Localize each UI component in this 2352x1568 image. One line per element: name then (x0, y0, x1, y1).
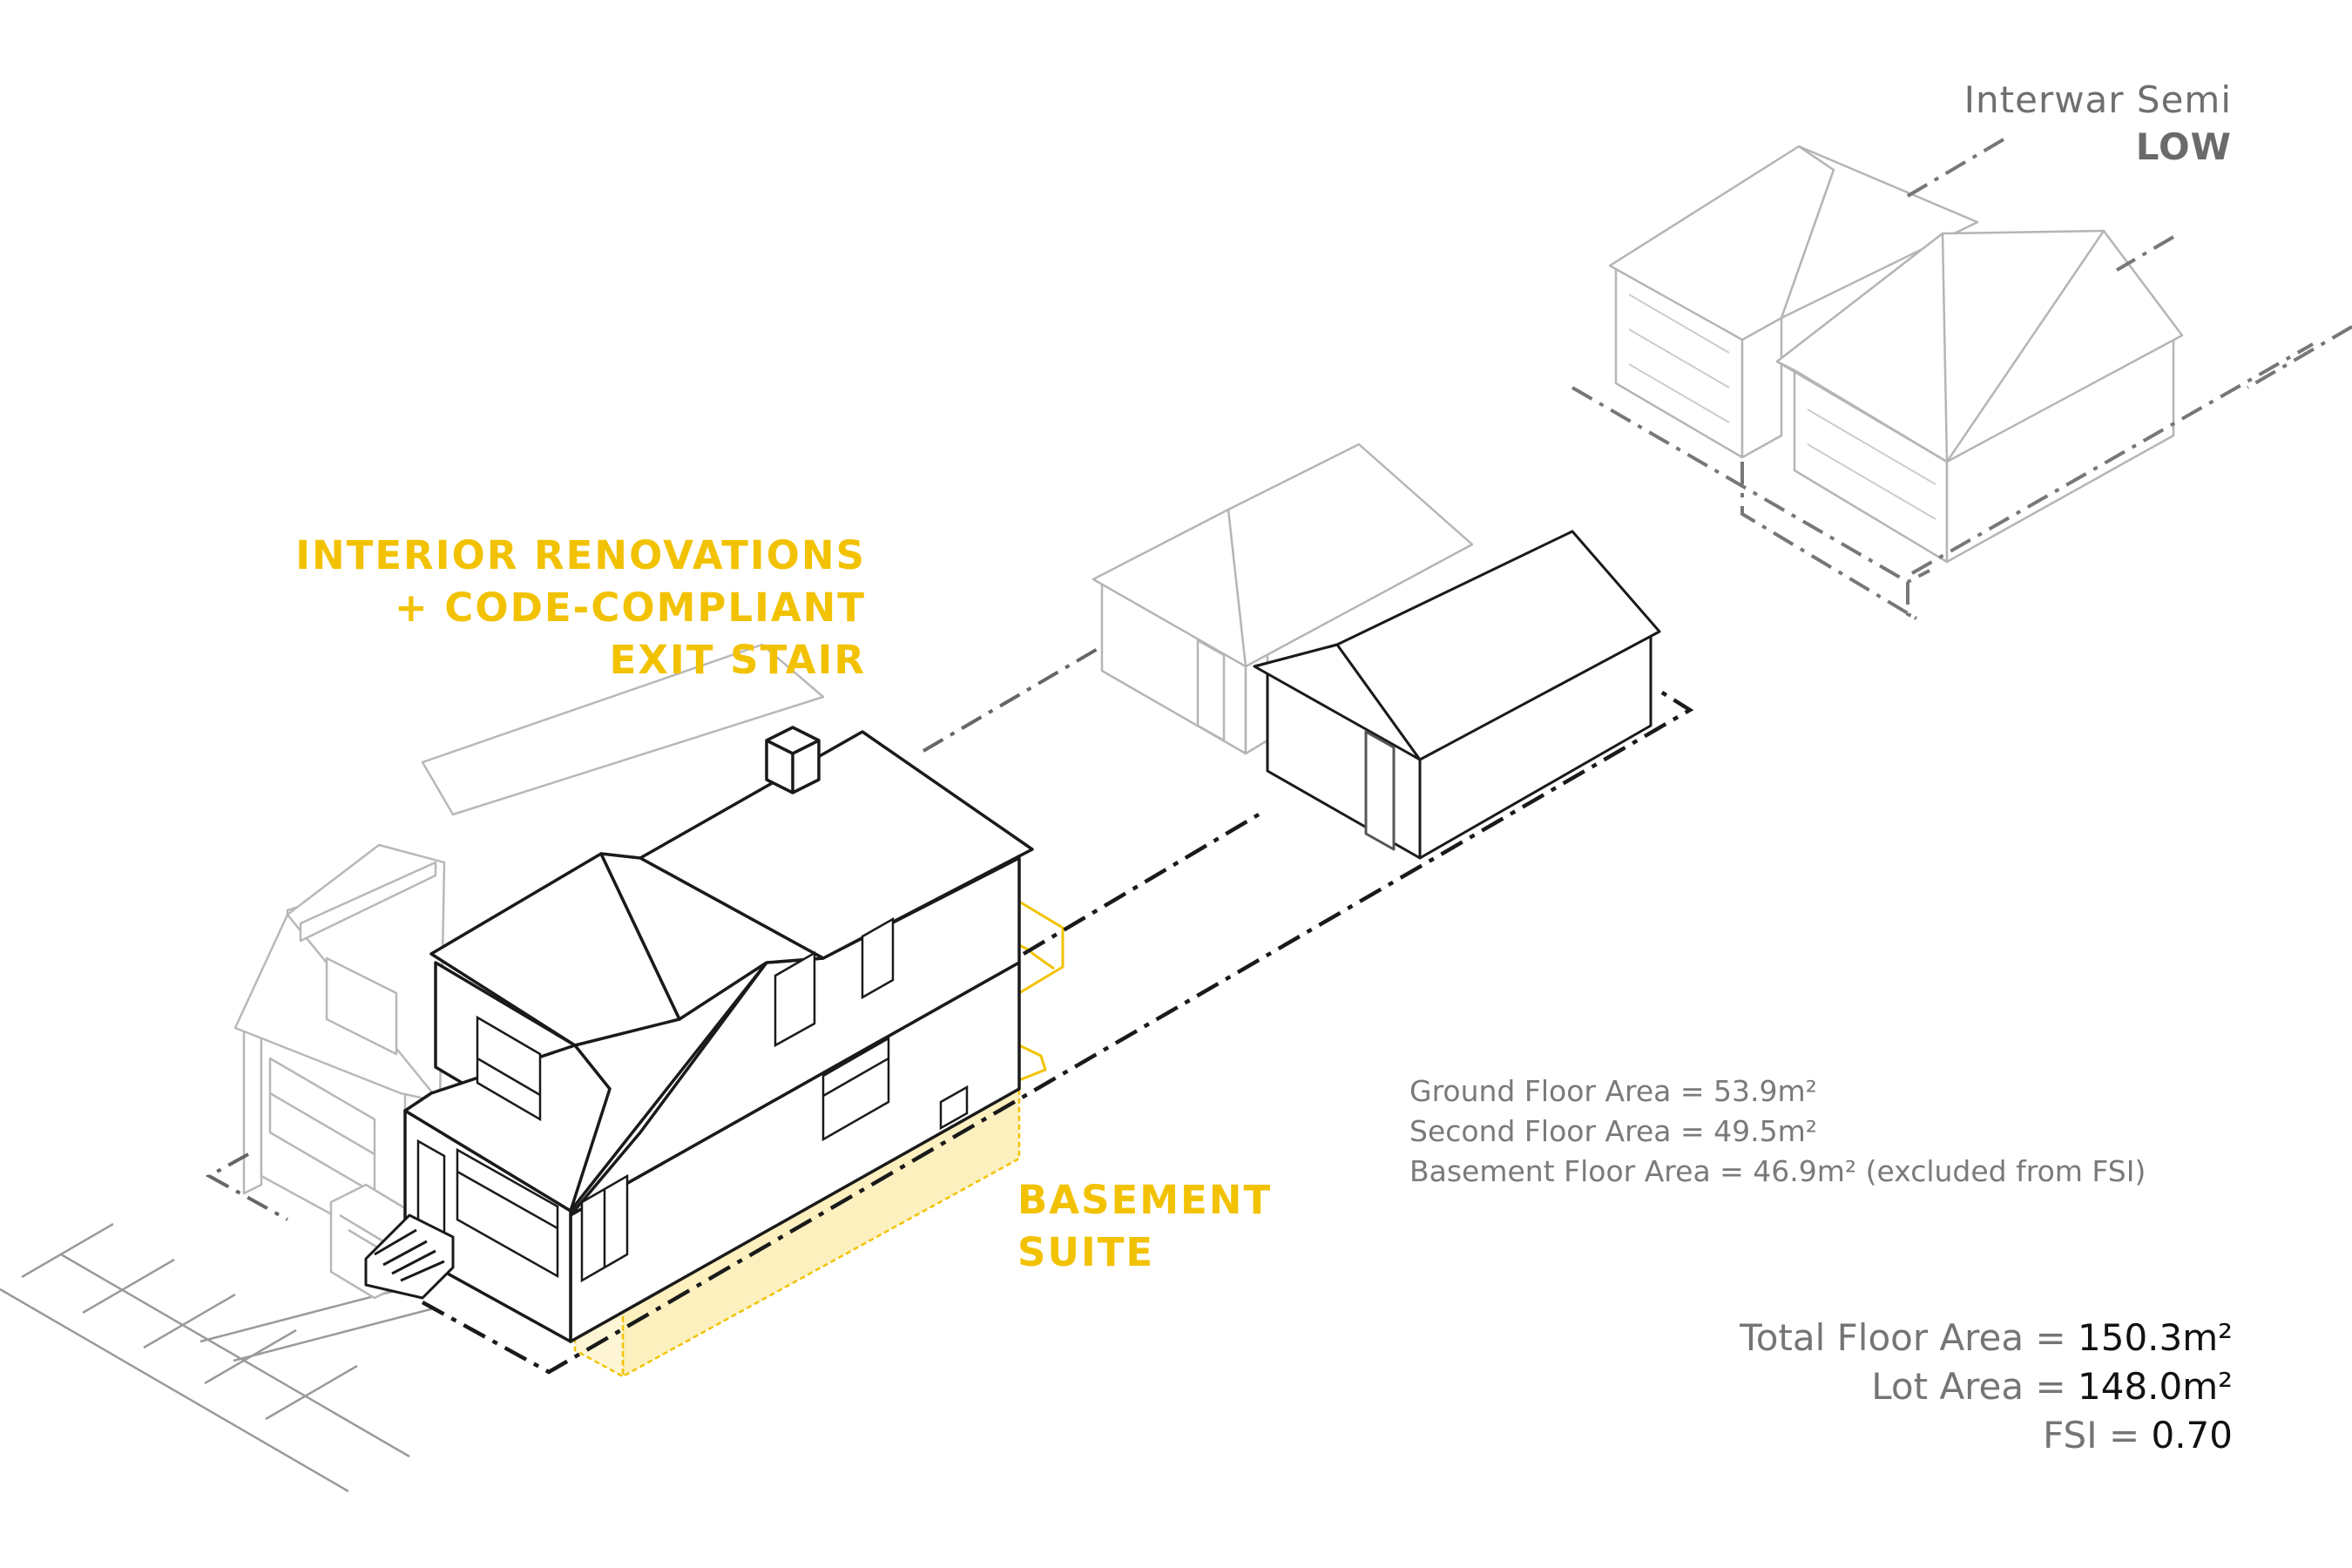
basement-floor-area: Basement Floor Area = 46.9m² (excluded f… (1409, 1154, 2146, 1188)
renovation-line-1: INTERIOR RENOVATIONS (295, 532, 866, 578)
house-type-label: Interwar Semi LOW (1964, 77, 2232, 171)
second-floor-area: Second Floor Area = 49.5m² (1409, 1114, 1817, 1148)
front-steps (364, 1213, 455, 1300)
basement-callout: BASEMENT SUITE (1017, 1174, 1272, 1279)
floor-area-list: Ground Floor Area = 53.9m² Second Floor … (1409, 1071, 2146, 1192)
renovation-line-3: EXIT STAIR (609, 637, 866, 683)
rear-garage (1253, 530, 1661, 860)
total-floor-area-label: Total Floor Area = (1740, 1316, 2078, 1359)
renovation-callout: INTERIOR RENOVATIONS + CODE-COMPLIANT EX… (295, 530, 866, 686)
totals-block: Total Floor Area = 150.3m² Lot Area = 14… (1740, 1314, 2233, 1460)
exit-stair (1018, 900, 1064, 1082)
neighbour-house (1092, 443, 1474, 755)
total-floor-area: Total Floor Area = 150.3m² (1740, 1314, 2233, 1362)
sidewalk (0, 1222, 435, 1493)
semi-lot-lines (1571, 138, 2352, 620)
total-floor-area-value: 150.3m² (2078, 1316, 2233, 1359)
fsi-label: FSI = (2043, 1414, 2152, 1456)
basement-line-2: SUITE (1017, 1229, 1155, 1275)
semi-detached-houses (1608, 145, 2184, 564)
fsi-value: 0.70 (2151, 1414, 2233, 1456)
density-rating: LOW (2135, 125, 2232, 168)
ground-floor-area: Ground Floor Area = 53.9m² (1409, 1074, 1817, 1108)
lot-area: Lot Area = 148.0m² (1740, 1362, 2233, 1411)
neighbour-lot-line (205, 645, 1104, 1221)
house-type-name: Interwar Semi (1963, 78, 2232, 121)
lot-area-label: Lot Area = (1871, 1365, 2078, 1408)
lot-boundary (421, 686, 1694, 1375)
fsi: FSI = 0.70 (1740, 1411, 2233, 1460)
basement-line-1: BASEMENT (1017, 1177, 1273, 1223)
renovation-line-2: + CODE-COMPLIANT (394, 585, 866, 631)
lot-area-value: 148.0m² (2078, 1365, 2233, 1408)
main-house-windows (416, 916, 969, 1283)
